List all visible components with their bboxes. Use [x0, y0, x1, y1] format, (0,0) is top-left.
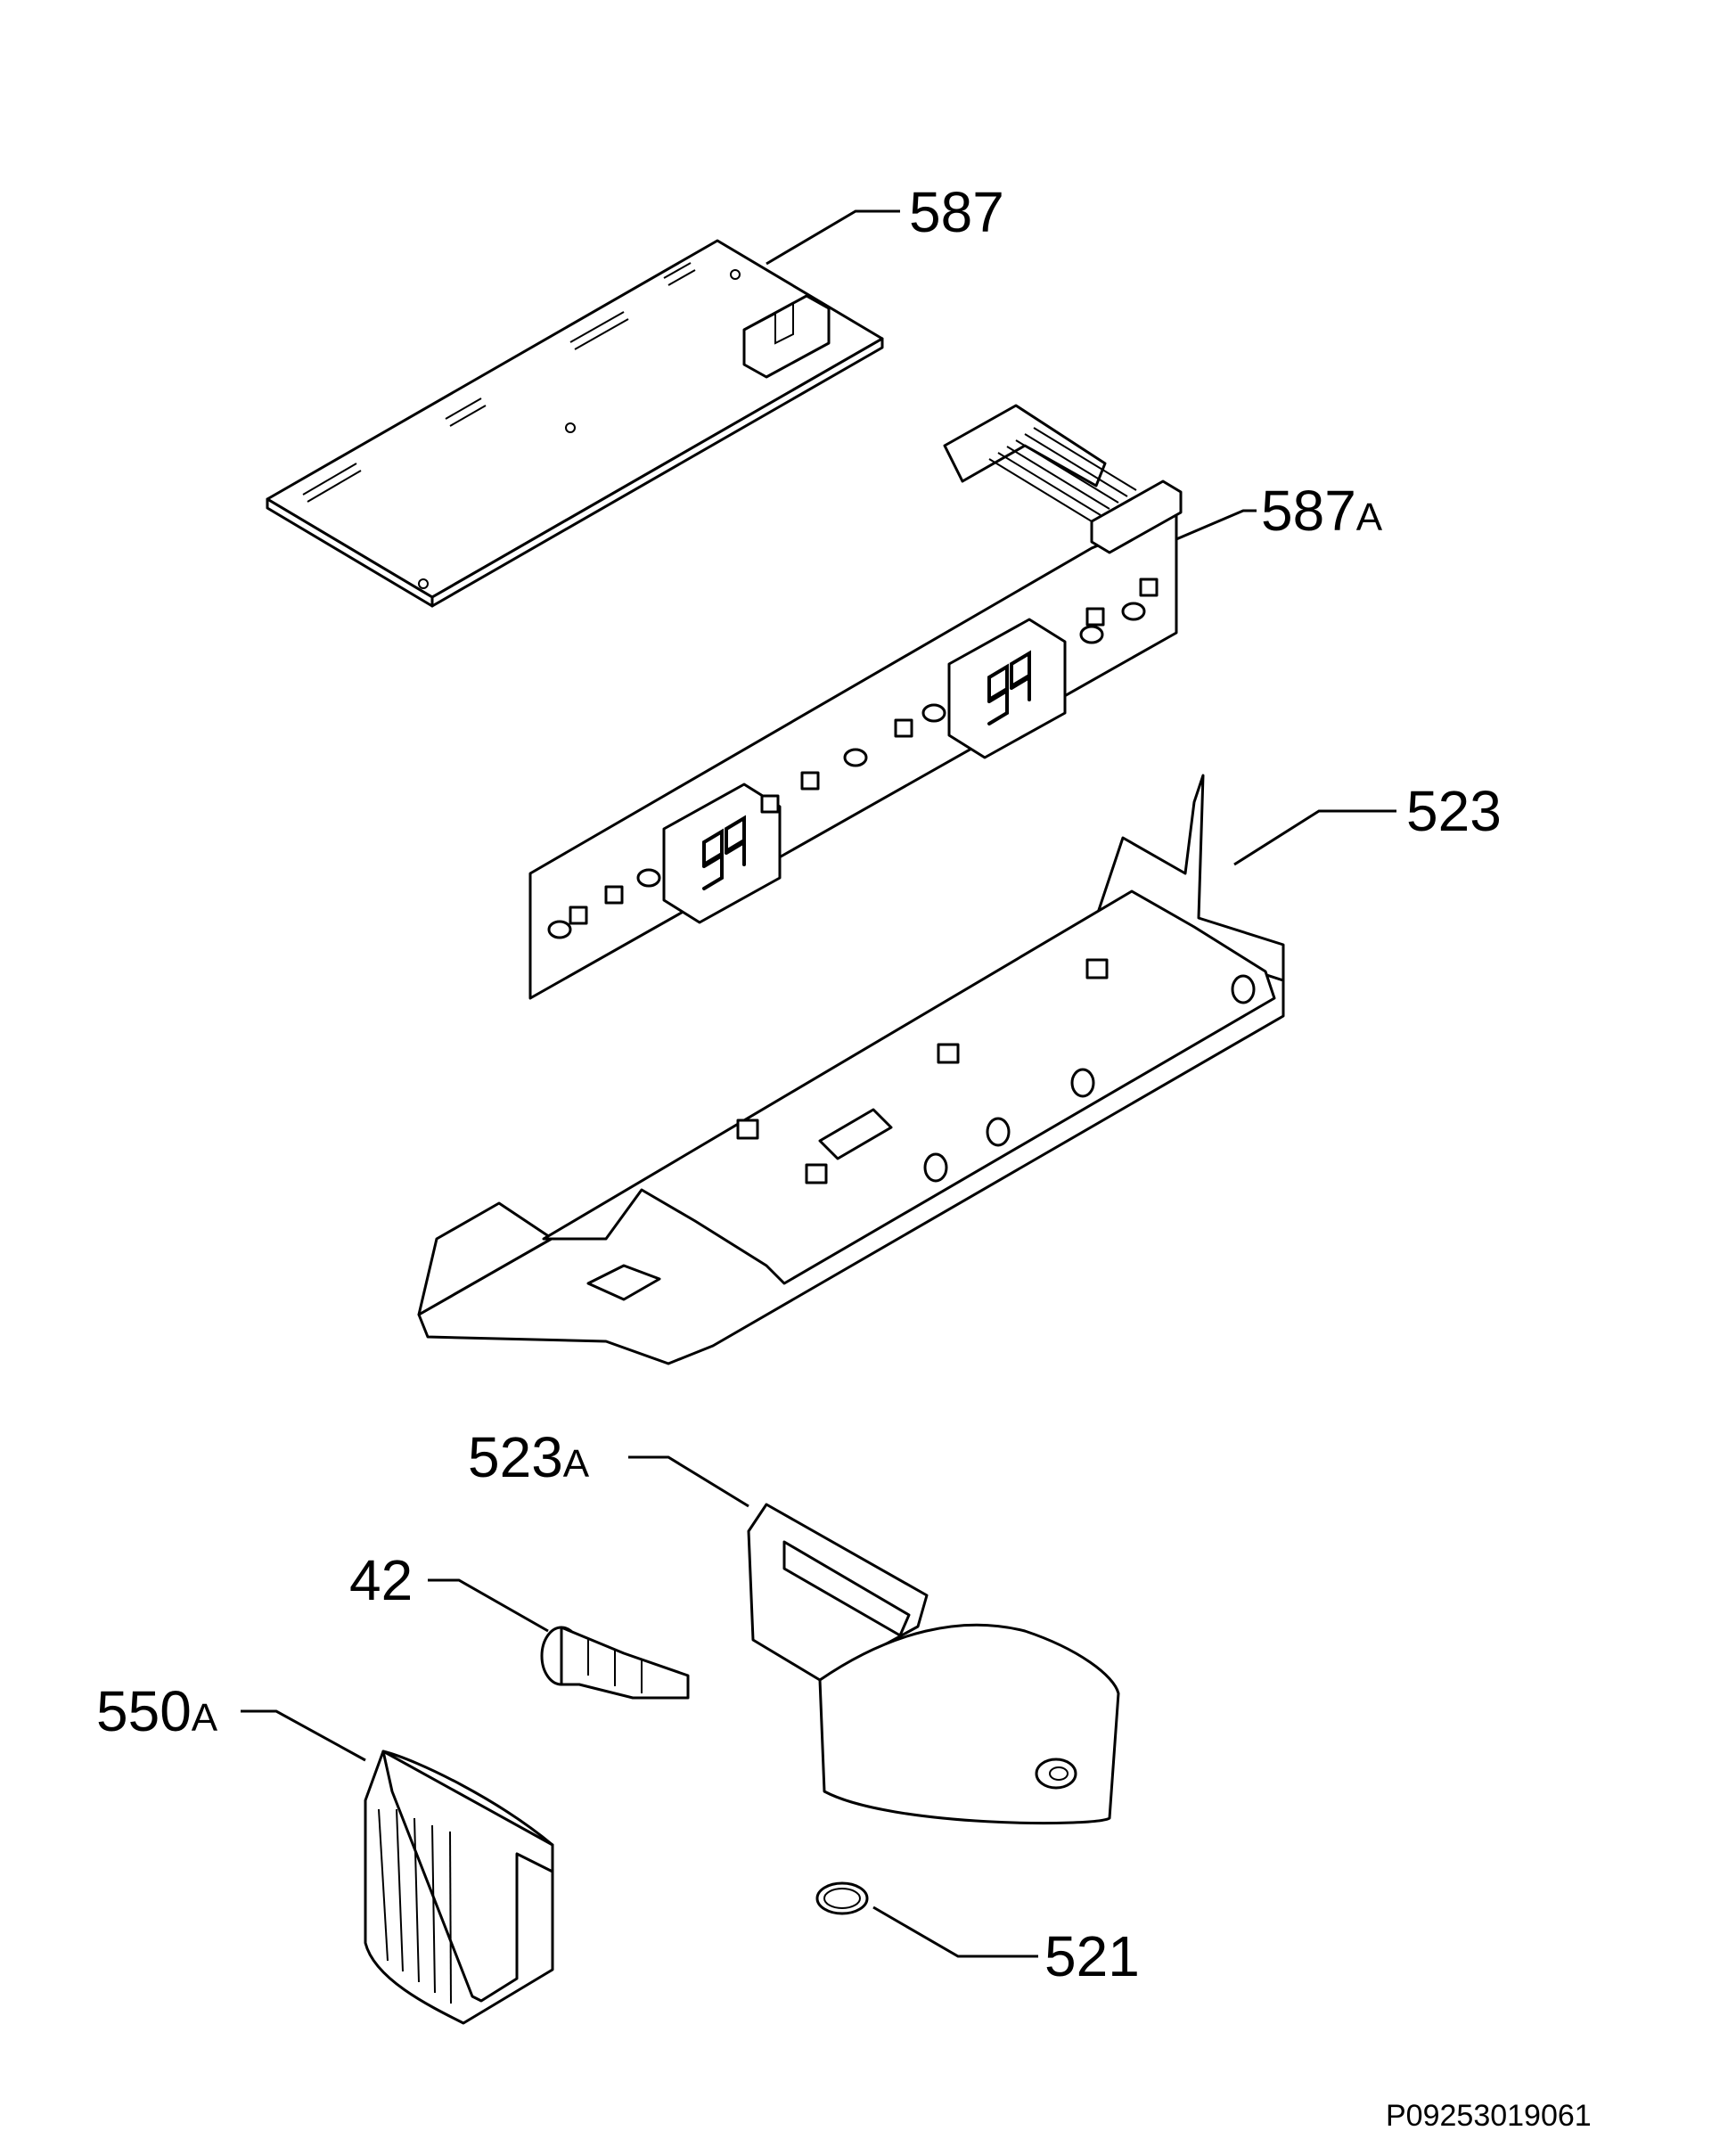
diagram-code: P09253019061 [1386, 2099, 1592, 2133]
part-523A-front-cover [747, 1503, 1120, 1825]
part-521-o-ring [815, 1881, 869, 1915]
callout-42: 42 [349, 1548, 413, 1612]
callout-587A: 587A [1261, 479, 1383, 543]
part-523-housing-tray [417, 774, 1285, 1365]
leader-521 [872, 1905, 1038, 1958]
part-550A-end-cap [364, 1750, 554, 2025]
leader-42 [428, 1578, 549, 1633]
part-587A-display-board [528, 404, 1183, 1000]
leader-587A [1175, 509, 1257, 541]
leader-lines [241, 209, 1396, 1958]
leader-523A [628, 1455, 749, 1508]
callout-523: 523 [1406, 779, 1502, 843]
callout-523A: 523A [468, 1425, 590, 1489]
callout-587: 587 [909, 180, 1004, 244]
part-42-plug [540, 1626, 690, 1700]
part-587-circuit-board [266, 239, 884, 608]
callout-521: 521 [1044, 1924, 1140, 1988]
leader-523 [1233, 809, 1396, 866]
leader-550A [241, 1709, 366, 1762]
callout-550A: 550A [96, 1679, 218, 1743]
leader-587 [766, 209, 900, 266]
